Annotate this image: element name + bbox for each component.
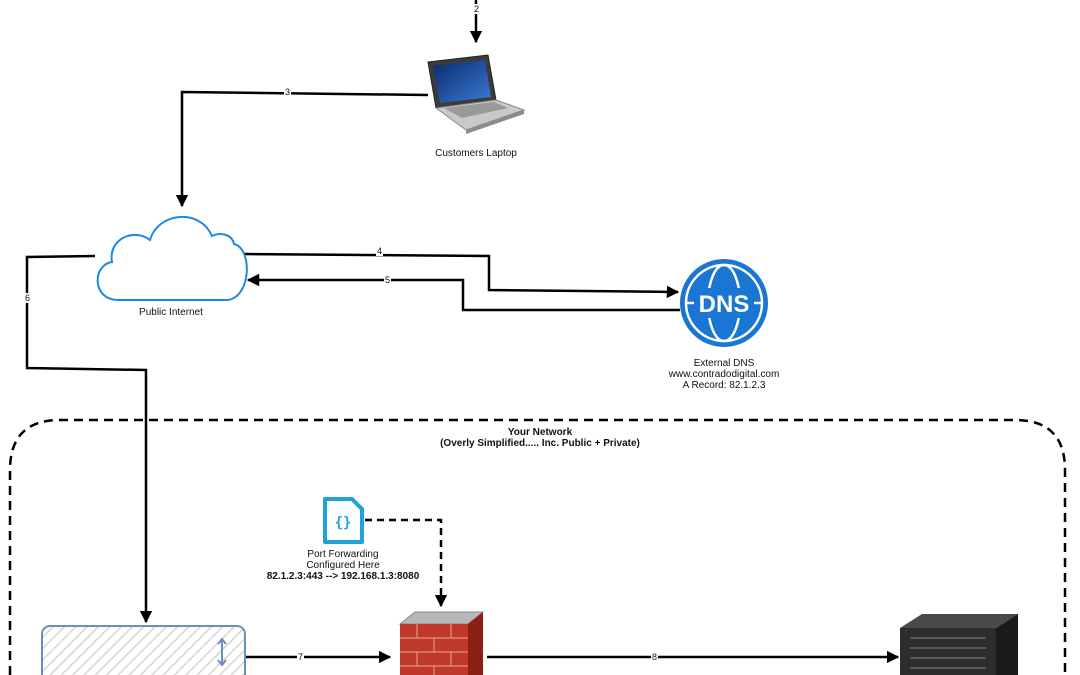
laptop-label: Customers Laptop: [435, 148, 517, 159]
edge-4-label: 4: [376, 246, 384, 256]
cloud-icon[interactable]: [96, 215, 248, 301]
port-forwarding-rule: 82.1.2.3:443 --> 192.168.1.3:8080: [266, 571, 420, 582]
dns-icon-text: DNS: [699, 291, 750, 318]
edge-8-label: 8: [651, 652, 659, 662]
edge-7-label: 7: [297, 652, 305, 662]
dns-label-line1: External DNS: [693, 358, 755, 369]
edge-5: [246, 273, 680, 312]
edge-5-label: 5: [384, 275, 392, 285]
server-icon[interactable]: [900, 614, 1018, 675]
edge-6-label: 6: [24, 293, 32, 303]
edge-3: [175, 90, 429, 208]
network-title: Your Network: [507, 427, 573, 438]
dns-label-line3: A Record: 82.1.2.3: [682, 380, 766, 391]
laptop-icon[interactable]: [427, 54, 526, 134]
svg-text:{}: {}: [335, 515, 352, 531]
network-subtitle: (Overly Simplified..... Inc. Public + Pr…: [440, 438, 640, 449]
port-forwarding-label: Port Forwarding Configured Here 82.1.2.3…: [243, 549, 443, 582]
edge-3-label: 3: [284, 87, 292, 97]
firewall-icon[interactable]: [398, 611, 485, 675]
dns-label-line2: www.contradodigital.com: [668, 369, 780, 380]
edge-4: [243, 252, 680, 299]
config-to-firewall-link: [365, 518, 448, 608]
router-icon[interactable]: [41, 625, 246, 675]
network-boundary: [8, 418, 1067, 675]
network-title-block: Your Network (Overly Simplified..... Inc…: [380, 427, 700, 449]
edge-6: [25, 254, 153, 624]
port-forwarding-line1: Port Forwarding: [307, 549, 379, 560]
dns-label: External DNS www.contradodigital.com A R…: [644, 358, 804, 391]
edge-2-label: 2: [473, 4, 481, 14]
port-forwarding-line2: Configured Here: [306, 560, 380, 571]
dns-globe-icon[interactable]: DNS: [680, 259, 768, 347]
internet-label: Public Internet: [139, 307, 203, 318]
config-file-icon[interactable]: {}: [323, 497, 364, 544]
